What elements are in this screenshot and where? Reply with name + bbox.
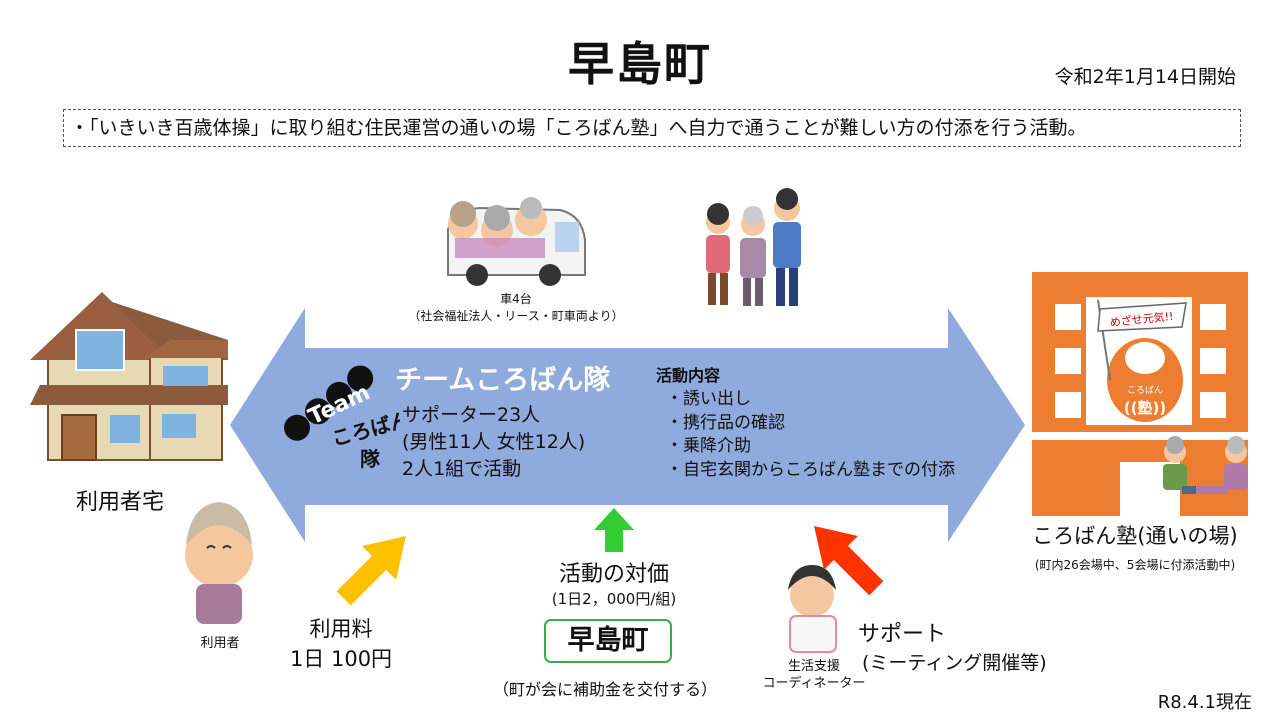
team-supporters: サポーター23人 (402, 404, 541, 426)
helpers-illustration (706, 188, 801, 306)
activity-list: ・誘い出し ・携行品の確認 ・乗降介助 ・自宅玄関からころばん塾までの付添 (666, 388, 955, 482)
reward-arrow (594, 508, 634, 552)
daruma-small-text: ころばん (1127, 385, 1163, 396)
activity-item: ・誘い出し (666, 389, 751, 409)
vehicle-count: 車4台 (500, 292, 532, 306)
town-note: （町が会に補助金を交付する） (492, 680, 717, 699)
dojo-flag-text: めざせ元気!! (1109, 309, 1174, 330)
dojo-note: (町内26会場中、5会場に付添活動中) (1034, 558, 1236, 572)
team-name: チームころばん隊 (395, 365, 611, 396)
vehicle-caption: 車4台 （社会福祉法人・リース・町車両より） (400, 290, 632, 324)
reward-value: (1日2，000円/組) (551, 590, 677, 608)
team-logo: Team ころばん 隊 (284, 365, 400, 471)
coordinator-caption: 生活支援 コーディネーター (752, 658, 876, 692)
user-label: 利用者 (200, 636, 240, 651)
fee-block: 利用料 1日 100円 (276, 614, 406, 674)
town-box: 早島町 (544, 619, 672, 663)
team-logo-sub2: 隊 (360, 447, 381, 471)
support-detail: (ミーティング開催等) (862, 652, 1047, 674)
activity-item: ・乗降介助 (666, 436, 751, 456)
support-arrow (814, 526, 884, 596)
house-illustration (30, 292, 228, 461)
vehicle-source: （社会福祉法人・リース・町車両より） (408, 309, 624, 323)
dojo-sign: めざせ元気!! ころばん ((塾)) (1097, 302, 1187, 417)
dojo-illustration (1032, 272, 1248, 516)
activity-item: ・携行品の確認 (666, 412, 785, 433)
activity-item: ・自宅玄関からころばん塾までの付添 (666, 459, 955, 480)
team-details: サポーター23人 (男性11人 女性12人) 2人1組で活動 (402, 402, 585, 483)
fee-value: 1日 100円 (289, 647, 393, 671)
reward-label: 活動の対価 (558, 562, 669, 587)
support-label: サポート (858, 622, 947, 647)
team-pairs: 2人1組で活動 (402, 458, 522, 480)
dojo-label: ころばん塾(通いの場) (1032, 524, 1238, 548)
daruma-big-text: ((塾)) (1124, 399, 1166, 417)
fee-arrow (336, 536, 406, 606)
summary-box: ・「いきいき百歳体操」に取り組む住民運営の通いの場「ころばん塾」へ自力で通うこと… (63, 109, 1241, 147)
start-date: 令和2年1月14日開始 (1054, 66, 1236, 88)
coordinator-line2: コーディネーター (762, 676, 866, 691)
user-illustration (185, 502, 253, 624)
home-label: 利用者宅 (75, 490, 164, 515)
as-of-date: R8.4.1現在 (1157, 692, 1252, 713)
double-arrow-shape (230, 308, 1025, 542)
van-illustration (447, 197, 586, 286)
coordinator-illustration (788, 565, 837, 653)
team-gender: (男性11人 女性12人) (402, 431, 586, 453)
page-title: 早島町 (568, 37, 712, 91)
activity-title: 活動内容 (656, 366, 721, 385)
fee-label: 利用料 (309, 617, 373, 641)
coordinator-line1: 生活支援 (787, 659, 840, 674)
